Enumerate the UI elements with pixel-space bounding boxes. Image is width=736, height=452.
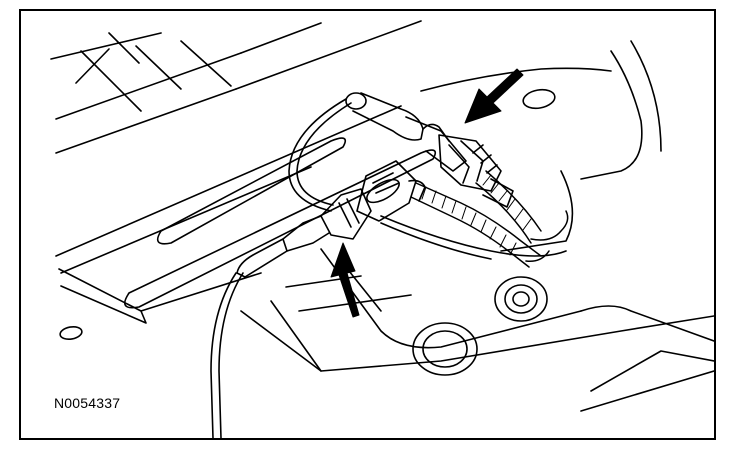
wire-harness (210, 98, 567, 438)
oval-hole-lower (59, 325, 83, 341)
right-housing (240, 40, 714, 412)
lower-connector-arrow (330, 242, 360, 318)
upper-connector-arrow (464, 68, 524, 124)
groove-slot (123, 137, 437, 309)
round-grommet-right (494, 276, 548, 322)
technical-illustration (50, 20, 714, 438)
trim-panel (50, 20, 422, 324)
illustration-frame: N0054337 (19, 9, 716, 440)
corrugated-conduit (410, 170, 569, 268)
lower-connector (236, 160, 426, 278)
figure-reference-code: N0054337 (54, 395, 121, 411)
oval-hole-upper (522, 88, 556, 110)
upper-connector (345, 92, 514, 208)
round-grommet-left (412, 322, 478, 376)
